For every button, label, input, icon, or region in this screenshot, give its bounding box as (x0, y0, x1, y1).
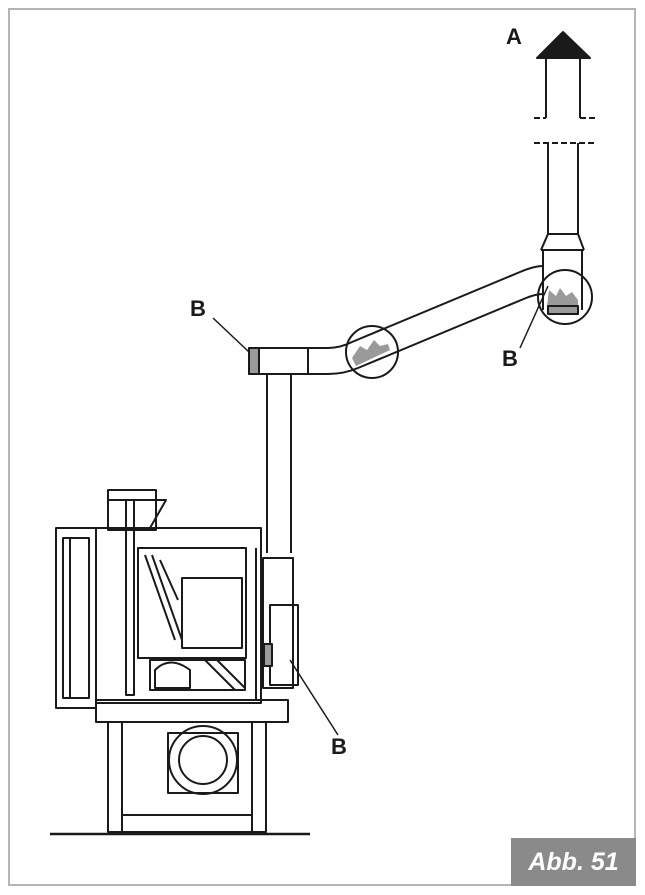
label-point-right: B (502, 346, 518, 371)
label-outlet: A (506, 24, 522, 49)
firebox-grate (149, 659, 246, 691)
stove-body (95, 527, 262, 704)
combustion-chamber (137, 547, 247, 659)
inspection-circle-elbow (537, 269, 593, 325)
soot-deposit-bend (352, 340, 390, 366)
rear-panel (262, 557, 294, 689)
cleaning-cap (547, 305, 579, 315)
fan-impeller (178, 735, 228, 785)
vertical-flue-pipe (266, 374, 292, 553)
baffle (144, 554, 183, 641)
stove-stand (50, 699, 310, 836)
label-point-bottom: B (331, 734, 347, 759)
label-point-top-left: B (190, 296, 206, 321)
t-piece (248, 347, 309, 375)
chimney-reducer (540, 233, 585, 310)
soot-deposit-elbow (547, 288, 578, 306)
chimney-cap-icon (536, 31, 591, 59)
cleaning-port (263, 643, 273, 667)
inspection-circle-bend (345, 325, 399, 379)
heat-exchanger (181, 577, 243, 649)
stove (55, 489, 299, 709)
flue-collar (107, 489, 157, 531)
ash-pan (154, 661, 191, 689)
chimney-upper-pipe (534, 58, 597, 234)
figure-caption: Abb. 51 (511, 838, 636, 886)
figure-frame (8, 8, 636, 886)
handle-bar (125, 499, 135, 696)
